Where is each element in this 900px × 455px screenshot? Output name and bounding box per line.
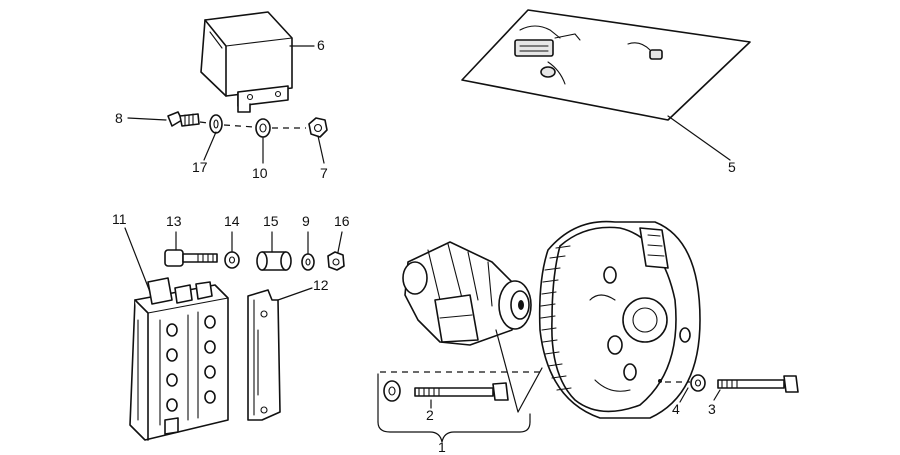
callout-labels: 1 2 3 4 5 6 7 8 9 10 11 12 13 14 15 16 1… xyxy=(112,37,736,455)
washer-part-4[interactable] xyxy=(690,374,706,392)
nut-part-16[interactable] xyxy=(327,251,345,271)
callout-7: 7 xyxy=(320,165,328,181)
callout-6: 6 xyxy=(317,37,325,53)
callout-10: 10 xyxy=(252,165,268,181)
stator-fins xyxy=(540,245,572,391)
screw-part-13[interactable] xyxy=(164,249,218,267)
callout-8: 8 xyxy=(115,110,123,126)
regulator-cover-part[interactable] xyxy=(200,11,293,113)
through-bolt-part-3[interactable] xyxy=(717,375,799,393)
callout-5: 5 xyxy=(728,159,736,175)
alternator-rotor-part[interactable] xyxy=(402,241,532,346)
callout-2: 2 xyxy=(426,407,434,423)
rectifier-bridge-part-11[interactable] xyxy=(129,277,229,441)
axis-line-alternator xyxy=(380,371,690,383)
washer-part-10[interactable] xyxy=(255,118,271,138)
spacer-sleeve-part-15[interactable] xyxy=(256,251,292,271)
callout-17: 17 xyxy=(192,159,208,175)
callout-1: 1 xyxy=(438,439,446,455)
callout-14: 14 xyxy=(224,213,240,229)
callout-3: 3 xyxy=(708,401,716,417)
insulating-plate-part-12[interactable] xyxy=(247,289,281,421)
washer-part-14[interactable] xyxy=(224,251,240,269)
callout-9: 9 xyxy=(302,213,310,229)
callout-15: 15 xyxy=(263,213,279,229)
axis-line-mounting xyxy=(199,121,306,129)
callout-4: 4 xyxy=(672,401,680,417)
leader-lines xyxy=(124,45,731,443)
washer-part-9[interactable] xyxy=(301,253,315,271)
callout-13: 13 xyxy=(166,213,182,229)
callout-11: 11 xyxy=(112,211,127,227)
alternator-housing-part[interactable] xyxy=(538,220,701,419)
wiring-kit-sheet-part[interactable] xyxy=(461,9,751,121)
callout-12: 12 xyxy=(313,277,329,293)
screw-part-8[interactable] xyxy=(167,111,200,127)
lock-washer-part-17[interactable] xyxy=(209,114,223,134)
through-bolt-part-2[interactable] xyxy=(414,382,509,401)
washer-part-1-left[interactable] xyxy=(383,380,401,402)
callout-16: 16 xyxy=(334,213,350,229)
nut-part-7[interactable] xyxy=(308,117,328,138)
